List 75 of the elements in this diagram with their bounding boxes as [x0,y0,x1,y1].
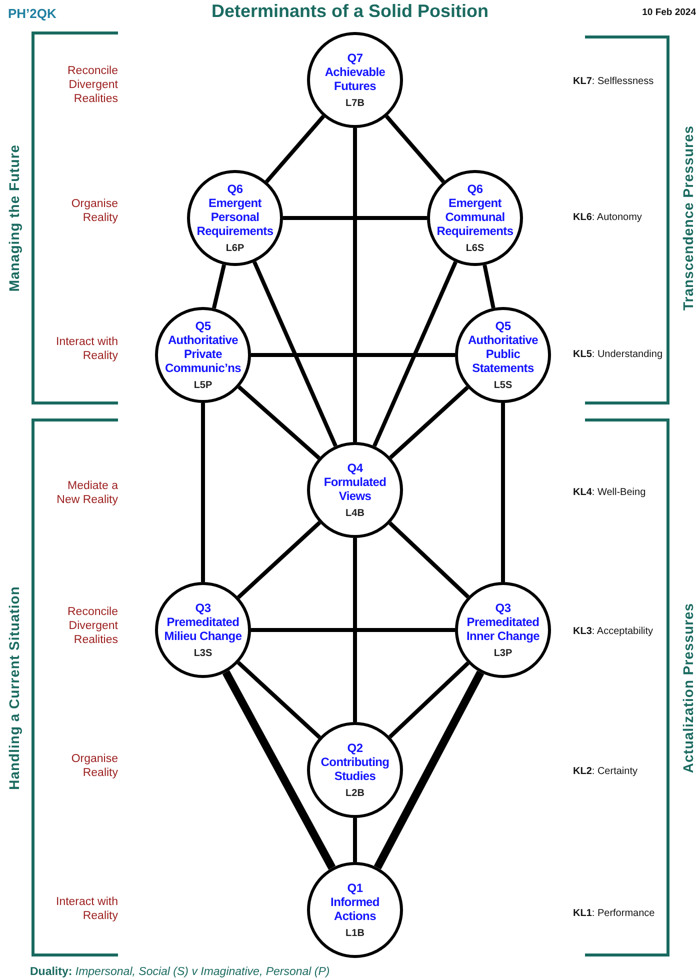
node-number: Q5 [195,319,211,333]
level-code: L4B [346,508,364,519]
level-code: L1B [346,928,364,939]
connector-line [236,661,322,739]
level-code: L6P [226,243,244,254]
connector-line [501,403,505,582]
node-title: Premeditated Inner Change [465,615,541,643]
node-number: Q3 [495,601,511,615]
node-title: Informed Actions [330,895,380,923]
node-title: Contributing Studies [320,755,390,783]
level-code: L3P [494,648,512,659]
diagram-title: Determinants of a Solid Position [210,0,490,22]
level-code: L5P [194,380,212,391]
connector-line [222,670,336,870]
connector-line [389,386,469,460]
connector-line [236,521,322,599]
side-note: Reconcile Divergent Realities [66,64,118,106]
node-number: Q6 [227,182,243,196]
node-number: Q5 [495,319,511,333]
side-note: Mediate a New Reality [56,479,118,507]
level-code: L6S [466,243,484,254]
connector-line [482,264,496,308]
bracket-title: Handling a Current Situation [5,585,23,792]
level-code: L3S [194,648,212,659]
node-number: Q1 [347,881,363,895]
connector-line [212,264,226,309]
bracket-title: Actualization Pressures [679,602,697,776]
connector-line [372,261,458,447]
connector-line [388,522,470,598]
node-title: Authoritative Private Communic’ns [164,333,242,375]
connector-line [264,114,326,184]
node-title: Emergent Personal Requirements [196,196,274,238]
connector-line [353,818,357,862]
level-label: KL2: Certainty [573,765,638,779]
level-label: KL3: Acceptability [573,625,654,639]
level-label: KL5: Understanding [573,348,664,362]
level-code: L2B [346,788,364,799]
node-number: Q6 [467,182,483,196]
node-title: Premeditated Milieu Change [163,615,243,643]
node-circle [307,442,403,538]
side-note: Reconcile Divergent Realities [66,605,118,647]
connector-line [353,128,357,442]
footnote: Duality: Impersonal, Social (S) v Imaginative, Personal (P) [30,966,330,978]
level-label: KL4: Well-Being [573,486,647,500]
side-note: Interact with Reality [55,335,118,363]
node-title: Formulated Views [322,475,388,503]
connector-line [353,538,357,722]
connector-line [384,114,446,184]
connector-line [251,353,455,357]
node-number: Q3 [195,601,211,615]
level-code: L5S [494,380,512,391]
level-label: KL1: Performance [573,907,656,921]
side-note: Interact with Reality [55,895,118,923]
side-note: Organise Reality [70,752,118,780]
node-title: Authoritative Public Statements [466,333,540,375]
node-number: Q2 [347,741,363,755]
connector-line [374,670,484,870]
connector-line [388,662,470,738]
connector-line [251,628,455,632]
connector-line [252,261,338,447]
level-label: KL7: Selflessness [573,75,655,89]
series-code: PH’2QK [8,6,56,21]
node-number: Q7 [347,51,363,65]
node-title: Achievable Futures [324,65,386,93]
node-title: Emergent Communal Requirements [436,196,514,238]
date-text: 10 Feb 2024 [642,7,696,18]
node-number: Q4 [347,461,363,475]
bracket-title: Transcendence Pressures [679,124,697,313]
bracket-title: Managing the Future [5,143,23,294]
level-label: KL6: Autonomy [573,211,643,225]
connector-line [283,216,427,220]
side-note: Organise Reality [70,197,118,225]
connector-line [238,385,320,460]
level-code: L7B [346,98,364,109]
connector-line [201,403,205,582]
